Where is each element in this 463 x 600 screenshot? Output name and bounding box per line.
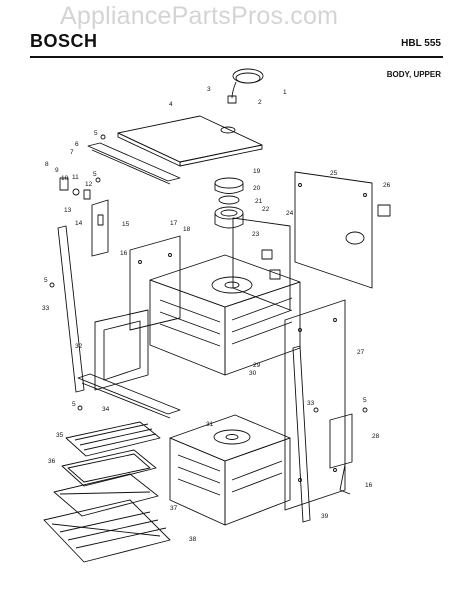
model-number: HBL 555 (401, 38, 441, 49)
part-callout-20: 20 (253, 185, 261, 192)
screws (49, 134, 368, 413)
part-callout-19: 19 (253, 168, 261, 175)
part-callout-23: 23 (252, 231, 260, 238)
rear-panel (294, 171, 391, 289)
part-callout-36: 36 (48, 458, 56, 465)
part-callout-7: 7 (70, 149, 74, 156)
part-callout-5: 5 (94, 130, 98, 137)
part-callout-31: 31 (206, 421, 214, 428)
part-callout-16: 16 (120, 250, 128, 257)
part-callout-5: 5 (93, 171, 97, 178)
oven-rack-bottom (43, 499, 171, 563)
part-callout-28: 28 (372, 433, 380, 440)
part-callout-32: 32 (75, 343, 83, 350)
fan-assembly (214, 177, 244, 229)
part-callout-1: 1 (283, 89, 287, 96)
part-callout-6: 6 (75, 141, 79, 148)
part-callout-18: 18 (183, 226, 191, 233)
hinge-receptacle-right (329, 413, 353, 495)
part-callout-33: 33 (307, 400, 315, 407)
right-door-rail (292, 345, 311, 523)
upper-oven-cavity (149, 254, 301, 376)
part-callout-21: 21 (255, 198, 263, 205)
bottom-trim (77, 373, 181, 419)
part-callout-9: 9 (55, 167, 59, 174)
part-callout-16: 16 (365, 482, 373, 489)
front-frame (94, 309, 149, 391)
part-callout-33: 33 (42, 305, 50, 312)
part-callout-24: 24 (286, 210, 294, 217)
part-callout-5: 5 (363, 397, 367, 404)
door-lock-parts (59, 177, 91, 200)
part-callout-38: 38 (189, 536, 197, 543)
brand-logo: BOSCH (30, 31, 98, 51)
part-callout-8: 8 (45, 161, 49, 168)
part-callout-13: 13 (64, 207, 72, 214)
header-rule (30, 56, 443, 58)
part-callout-2: 2 (258, 99, 262, 106)
part-callout-37: 37 (170, 505, 178, 512)
part-callout-27: 27 (357, 349, 365, 356)
oven-rack-upper (65, 421, 161, 457)
right-side-panel (284, 299, 346, 511)
part-callout-30: 30 (249, 370, 257, 377)
rear-heat-shield (232, 217, 291, 311)
oven-rack-middle (61, 449, 157, 487)
part-callout-14: 14 (75, 220, 83, 227)
front-trim-strip (87, 142, 181, 185)
left-door-rail (57, 225, 85, 393)
part-callout-39: 39 (321, 513, 329, 520)
part-callout-4: 4 (169, 101, 173, 108)
capillary-coil (227, 68, 264, 104)
part-callout-15: 15 (122, 221, 130, 228)
part-callout-34: 34 (102, 406, 110, 413)
hinge-bracket (91, 199, 109, 257)
part-callout-29: 29 (253, 362, 261, 369)
part-callout-11: 11 (72, 174, 79, 181)
watermark: AppliancePartsPros.com (60, 2, 339, 30)
broil-pan (53, 473, 159, 517)
left-side-panel (129, 235, 181, 331)
part-callout-35: 35 (56, 432, 64, 439)
section-title: BODY, UPPER (386, 70, 441, 79)
part-callout-25: 25 (330, 170, 338, 177)
top-cover-panel (117, 115, 263, 167)
part-callout-5: 5 (72, 401, 76, 408)
part-callout-17: 17 (170, 220, 178, 227)
part-callout-10: 10 (61, 175, 69, 182)
part-callout-26: 26 (383, 182, 391, 189)
part-callout-22: 22 (262, 206, 270, 213)
part-callout-3: 3 (207, 86, 211, 93)
lower-oven-cavity (169, 414, 291, 526)
part-callout-5: 5 (44, 277, 48, 284)
part-callout-12: 12 (85, 181, 93, 188)
